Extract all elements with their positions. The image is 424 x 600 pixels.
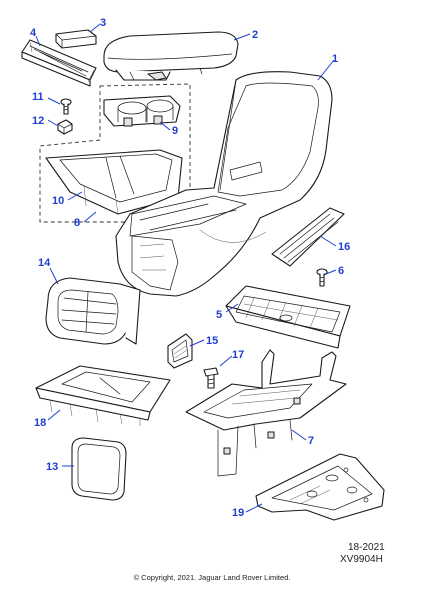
part-gasket-ring — [71, 437, 127, 501]
leader-lines — [35, 23, 337, 513]
callout-14: 14 — [38, 257, 51, 269]
callout-16: 16 — [338, 241, 350, 253]
part-base-plate — [255, 453, 385, 521]
callout-12: 12 — [32, 115, 44, 127]
part-cup-holder — [103, 95, 181, 127]
part-small-bezel — [167, 333, 193, 369]
callout-19: 19 — [232, 507, 244, 519]
drawing-number: XV9904H — [340, 554, 383, 565]
part-bolt — [203, 367, 219, 389]
part-clip — [57, 119, 73, 135]
part-front-air-vent — [45, 277, 141, 345]
callout-13: 13 — [46, 461, 58, 473]
callout-8: 8 — [74, 217, 80, 229]
part-storage-tray-insert — [21, 39, 97, 87]
callout-10: 10 — [52, 195, 64, 207]
callout-17: 17 — [232, 349, 244, 361]
part-small-pad — [55, 29, 97, 49]
callout-6: 6 — [338, 265, 344, 277]
part-storage-bin — [45, 149, 183, 215]
callout-11: 11 — [32, 91, 44, 103]
callout-9: 9 — [172, 125, 178, 137]
part-screw-right — [316, 268, 328, 287]
part-switch-panel — [225, 285, 351, 349]
group-outline-storage-bin — [39, 83, 191, 223]
part-lower-tray — [35, 365, 171, 426]
callout-4: 4 — [30, 27, 37, 39]
part-armrest-lid — [103, 31, 239, 81]
part-screw-small — [60, 98, 72, 115]
callout-labels: 1 2 3 4 5 6 7 8 9 10 11 12 13 14 15 16 1… — [30, 17, 350, 519]
part-side-vent — [271, 207, 345, 267]
callout-5: 5 — [216, 309, 222, 321]
callout-3: 3 — [100, 17, 106, 29]
callout-7: 7 — [308, 435, 314, 447]
callout-18: 18 — [34, 417, 46, 429]
reference-code: 18-2021 — [348, 542, 385, 553]
callout-2: 2 — [252, 29, 258, 41]
callout-1: 1 — [332, 53, 338, 65]
part-mounting-bracket — [185, 349, 347, 477]
callout-15: 15 — [206, 335, 218, 347]
copyright-notice: © Copyright, 2021. Jaguar Land Rover Lim… — [134, 573, 291, 582]
